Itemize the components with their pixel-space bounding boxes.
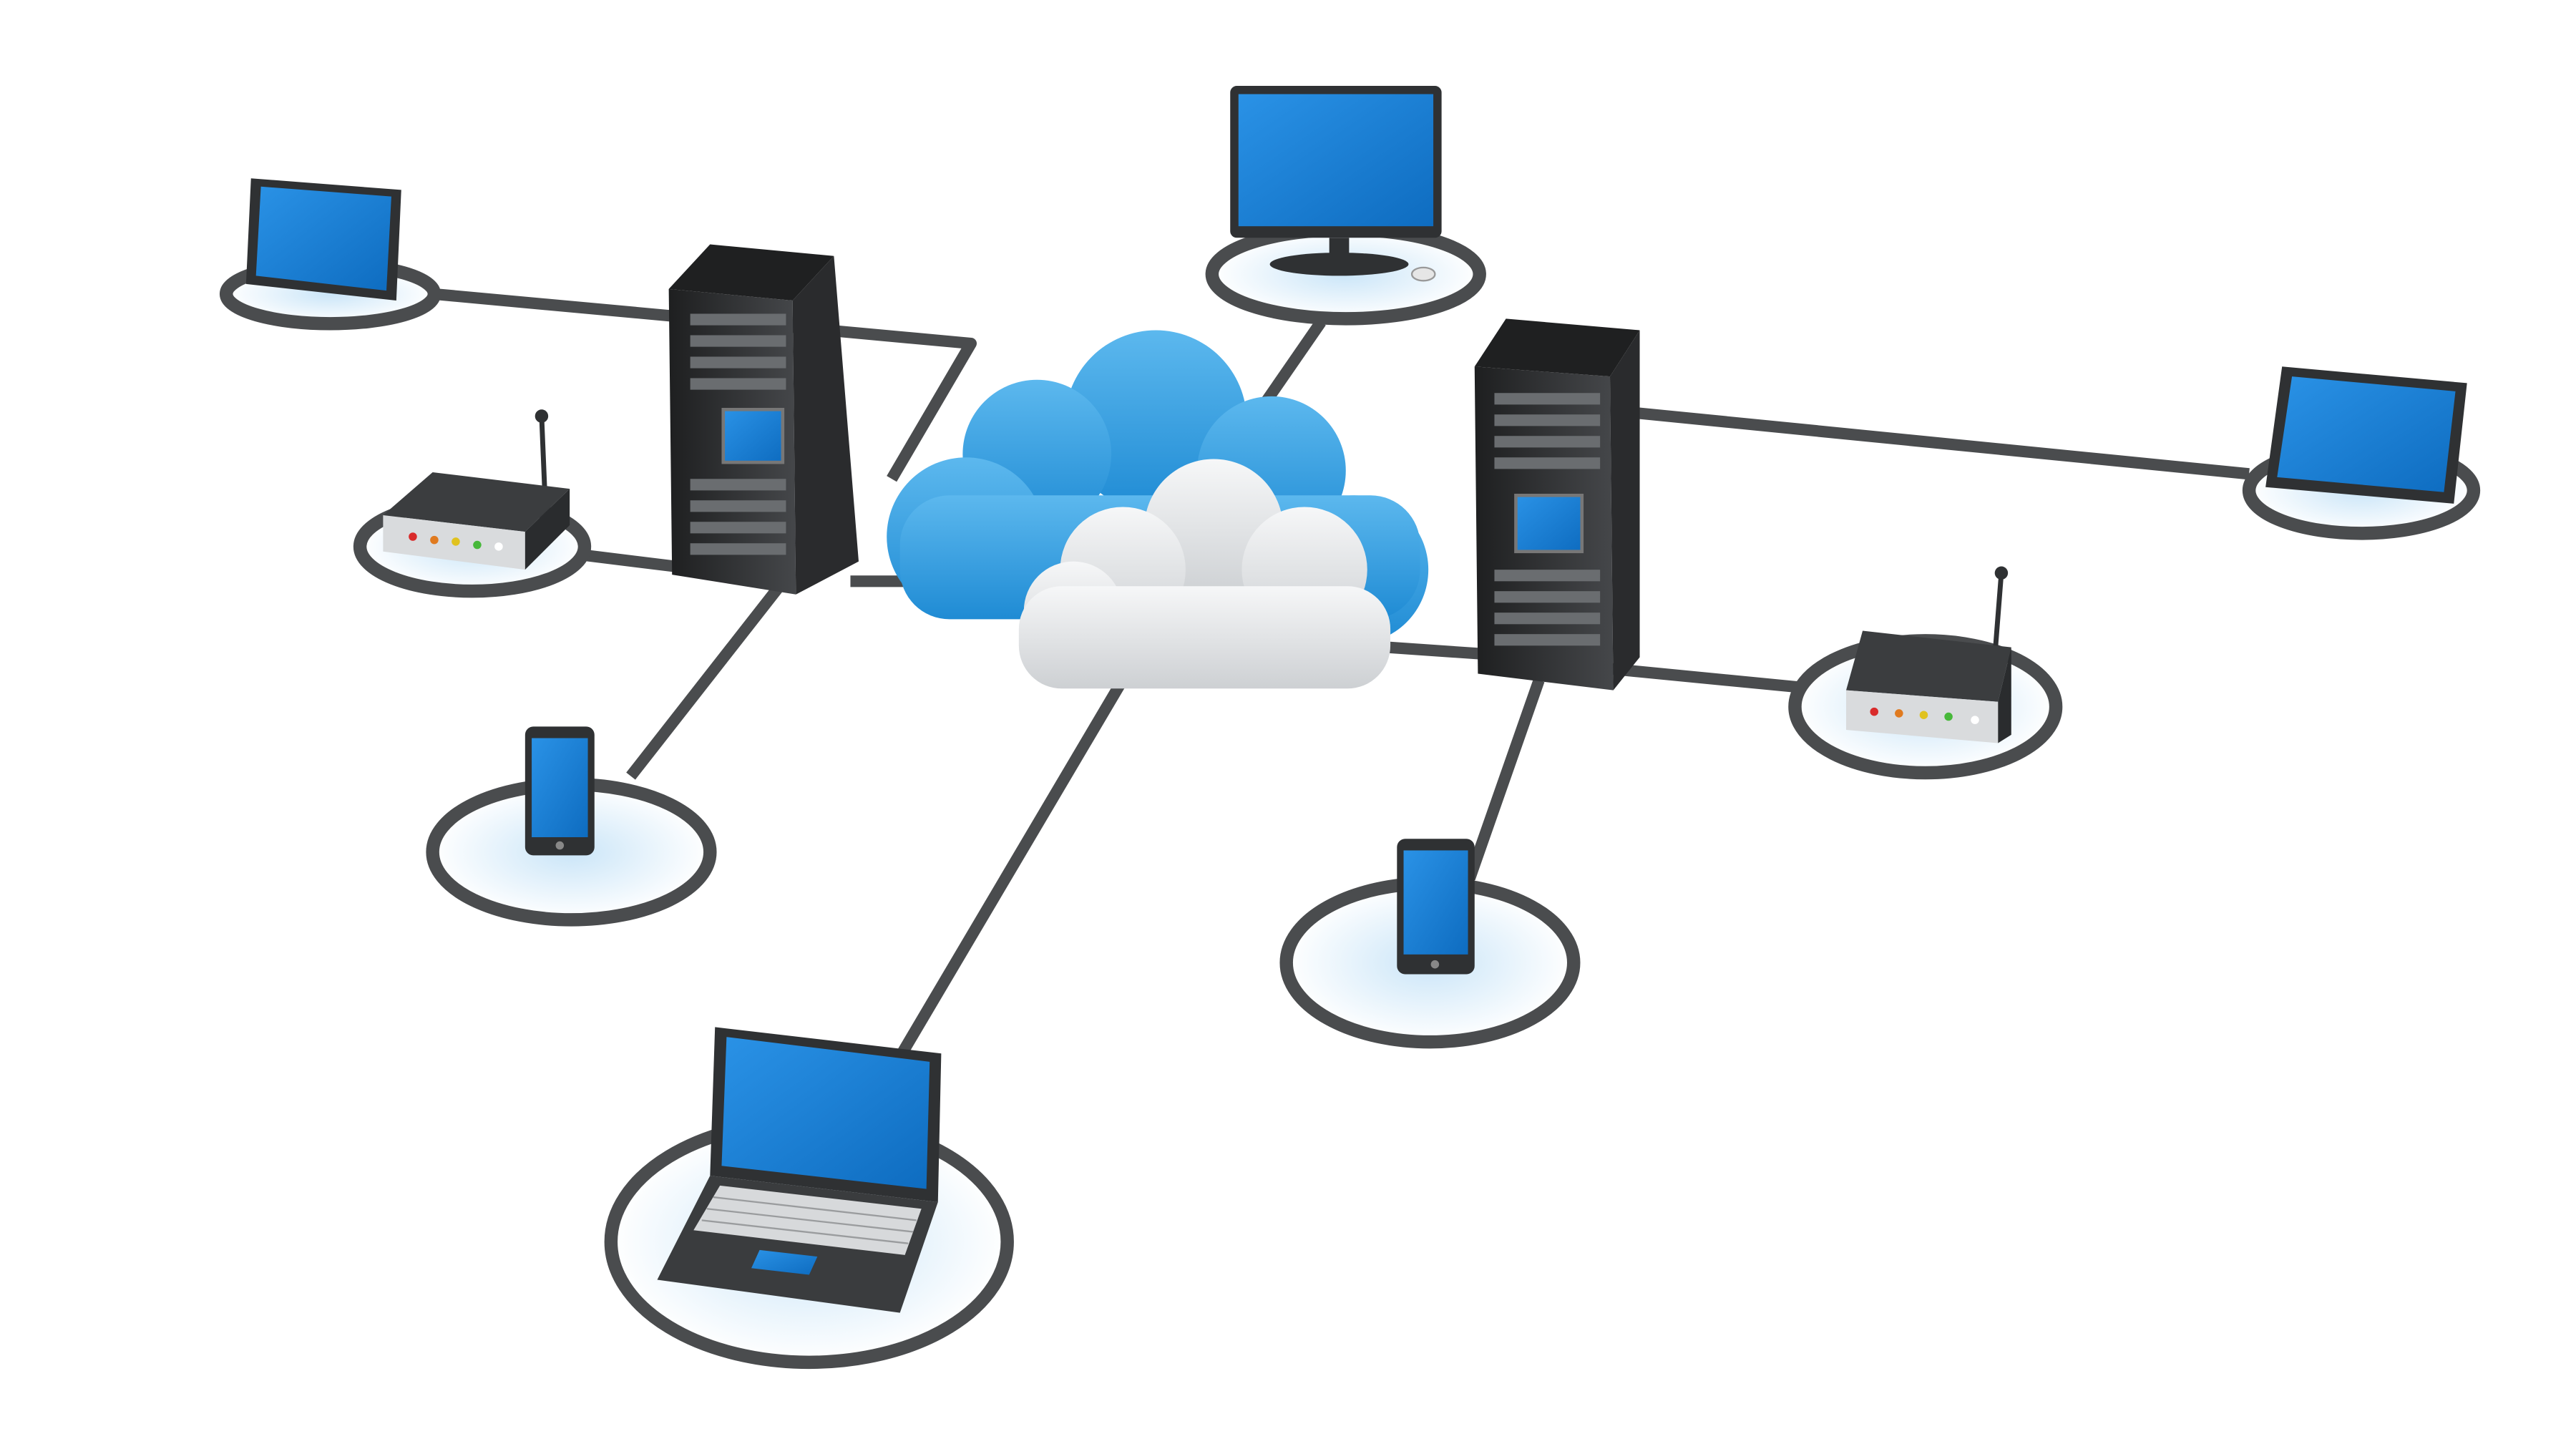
phone-right	[1397, 839, 1475, 975]
link-cloud-server-right	[1386, 641, 1483, 660]
link-tablet-right	[1634, 406, 2250, 480]
link-tablet-left	[431, 288, 977, 482]
link-phone-left	[626, 582, 784, 780]
laptop	[657, 1027, 942, 1313]
server-rack-right	[1474, 318, 1640, 691]
link-phone-right	[1464, 678, 1545, 881]
server-rack-left	[668, 244, 859, 595]
tablet-right	[2265, 366, 2467, 504]
link-router-right	[1609, 663, 1797, 693]
tablet-left	[245, 178, 401, 301]
monitor	[1230, 86, 1442, 282]
phone-left	[525, 726, 595, 856]
router-right	[1846, 566, 2011, 743]
router-left	[383, 409, 570, 570]
cloud-icon	[887, 330, 1429, 689]
link-laptop	[894, 654, 1141, 1060]
connection-lines	[431, 288, 2250, 1060]
